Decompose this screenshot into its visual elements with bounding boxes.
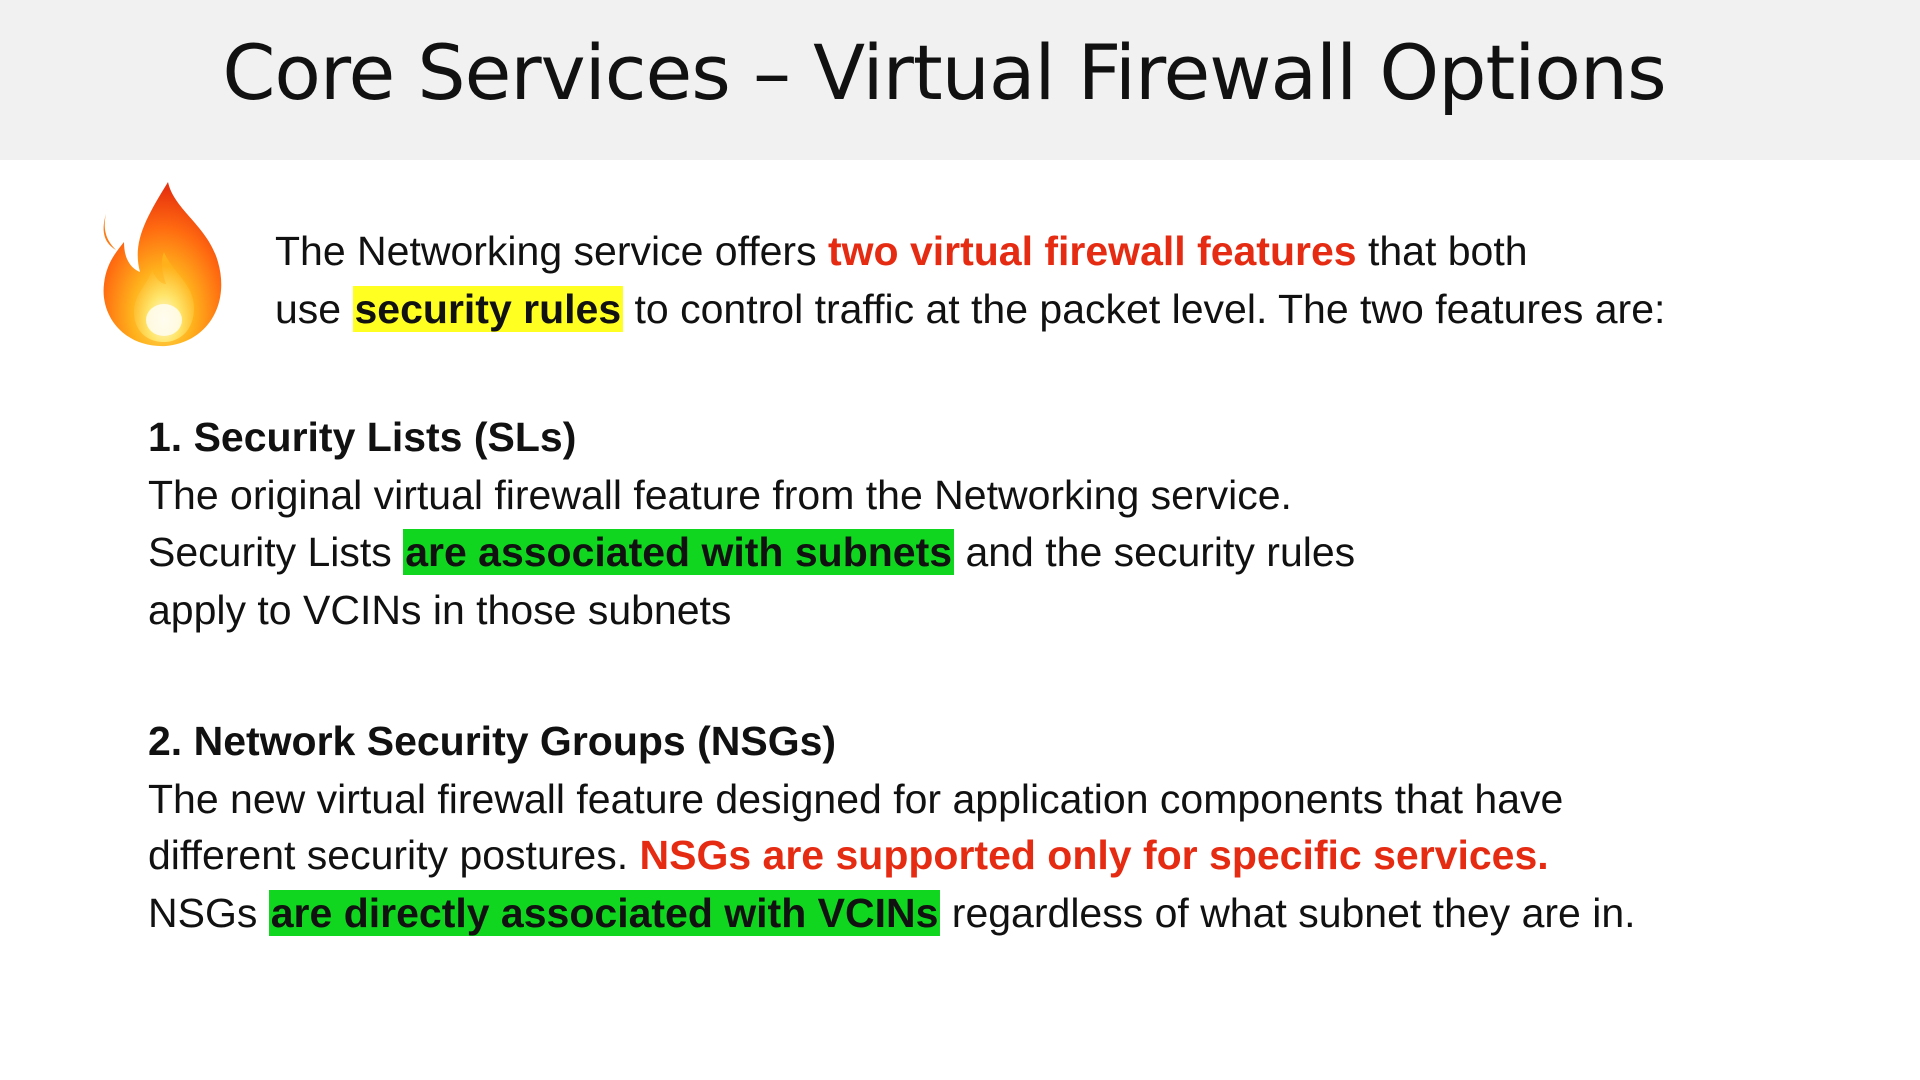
intro-emphasis: two virtual firewall features [827, 228, 1357, 274]
section-2-line-3: NSGs are directly associated with VCINs … [148, 889, 1636, 937]
security-rules-highlight: security rules [352, 286, 624, 332]
fire-emoji-icon [96, 180, 232, 352]
intro-line-2-tail: to control traffic at the packet level. … [623, 286, 1666, 332]
section-2-line-2: different security postures. NSGs are su… [148, 831, 1549, 879]
slide-title: Core Services – Virtual Firewall Options [222, 28, 1666, 117]
section-2-line-3-tail: regardless of what subnet they are in. [940, 890, 1636, 936]
vcins-highlight: are directly associated with VCINs [268, 890, 941, 936]
intro-line-1-tail: that both [1356, 228, 1528, 274]
section-2-line-2-text: different security postures. [148, 832, 640, 878]
intro-line-1: The Networking service offers two virtua… [275, 227, 1528, 275]
section-1-line-2-text: Security Lists [148, 529, 404, 575]
intro-line-2-text: use [275, 286, 353, 332]
section-2-line-1: The new virtual firewall feature designe… [148, 776, 1564, 822]
title-bar: Core Services – Virtual Firewall Options [0, 0, 1920, 160]
intro-line-2: use security rules to control traffic at… [275, 285, 1665, 333]
section-1-line-2: Security Lists are associated with subne… [148, 528, 1355, 576]
section-1-line-3: apply to VCINs in those subnets [148, 587, 732, 633]
subnets-highlight: are associated with subnets [403, 529, 955, 575]
section-1-heading: 1. Security Lists (SLs) [148, 414, 577, 460]
nsg-support-emphasis: NSGs are supported only for specific ser… [639, 832, 1549, 878]
section-2-heading: 2. Network Security Groups (NSGs) [148, 718, 837, 764]
section-1-line-1: The original virtual firewall feature fr… [148, 472, 1292, 518]
intro-line-1-text: The Networking service offers [275, 228, 828, 274]
section-2-line-3-text: NSGs [148, 890, 269, 936]
section-1-line-2-tail: and the security rules [954, 529, 1356, 575]
